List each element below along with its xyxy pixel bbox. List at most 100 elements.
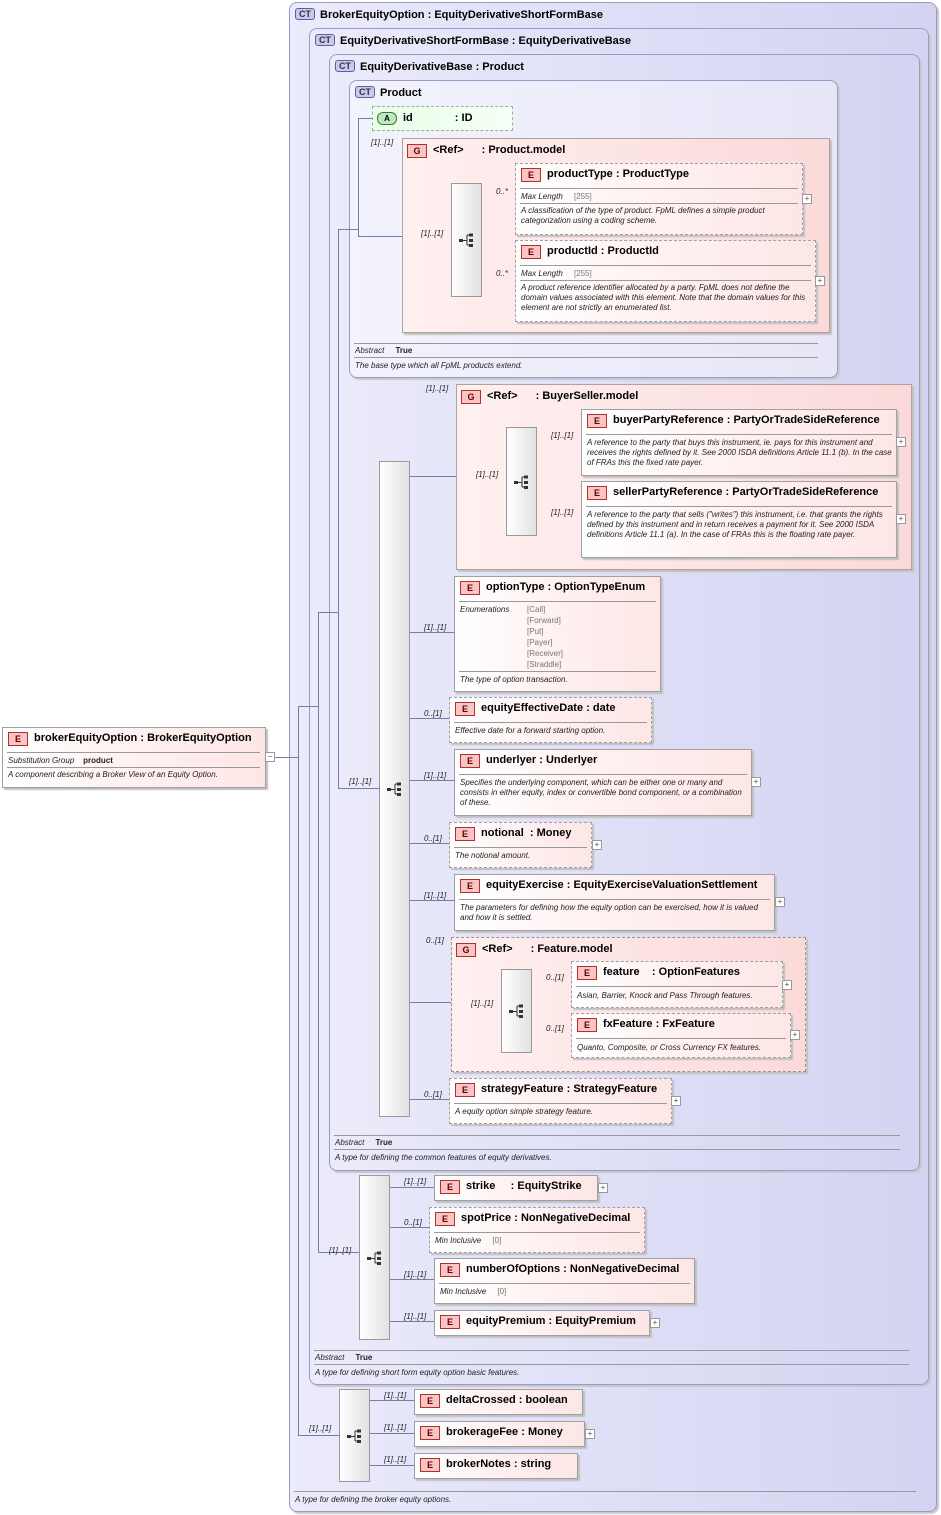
connector (408, 900, 454, 901)
sequence-compositor[interactable] (379, 461, 410, 1117)
divider (576, 1038, 786, 1039)
sequence-compositor[interactable] (451, 183, 482, 297)
expand-toggle[interactable]: + (790, 1030, 800, 1040)
cardinality: 0..* (496, 187, 509, 196)
cardinality: [1]..[1] (424, 623, 447, 632)
connector (368, 1400, 414, 1401)
connector (408, 843, 449, 844)
element-icon: E (460, 581, 480, 595)
sequence-icon (386, 782, 401, 796)
sequence-icon (513, 475, 528, 489)
cardinality: 0..[1] (424, 834, 442, 843)
cardinality: [1]..[1] (476, 470, 499, 479)
divider (354, 343, 818, 344)
cardinality: [1]..[1] (384, 1455, 407, 1464)
type-doc: A type for defining the common features … (335, 1153, 552, 1162)
type-doc: The base type which all FpML products ex… (355, 361, 523, 370)
connector (318, 612, 338, 613)
element-doc: Quanto, Composite, or Cross Currency FX … (577, 1043, 762, 1052)
element-facet: Max Length [255] (521, 192, 592, 201)
cardinality: [1]..[1] (309, 1424, 332, 1433)
group-icon: G (456, 943, 476, 957)
divider (586, 506, 892, 507)
sequence-compositor[interactable] (501, 969, 532, 1053)
expand-toggle[interactable]: + (782, 980, 792, 990)
sequence-compositor[interactable] (339, 1389, 370, 1482)
connector (408, 632, 454, 633)
expand-toggle[interactable]: + (896, 437, 906, 447)
expand-toggle[interactable]: + (775, 897, 785, 907)
element-icon: E (455, 702, 475, 716)
expand-toggle[interactable]: + (815, 276, 825, 286)
divider (314, 1364, 909, 1365)
element-icon: E (577, 1018, 597, 1032)
divider (520, 280, 811, 281)
connector (388, 1227, 429, 1228)
element-doc: A product reference identifier allocated… (521, 283, 806, 312)
enum-value: [Straddle] (527, 660, 562, 669)
complex-type-icon: CT (355, 86, 375, 98)
expand-toggle[interactable]: + (650, 1318, 660, 1328)
expand-toggle[interactable]: + (671, 1096, 681, 1106)
expand-toggle[interactable]: + (592, 840, 602, 850)
connector (368, 1465, 414, 1466)
expand-toggle[interactable]: + (751, 777, 761, 787)
connector (298, 1435, 339, 1436)
divider (576, 986, 778, 987)
cardinality: [1]..[1] (329, 1246, 352, 1255)
element-doc: Specifies the underlying component, whic… (460, 778, 742, 807)
element-icon: E (420, 1394, 440, 1408)
abstract-property: Abstract True (355, 346, 413, 355)
connector (358, 118, 372, 119)
cardinality: [1]..[1] (404, 1312, 427, 1321)
expand-toggle[interactable]: + (598, 1183, 608, 1193)
connector (408, 718, 449, 719)
connector (408, 1002, 451, 1003)
element-icon: E (440, 1180, 460, 1194)
abstract-property: Abstract True (315, 1353, 373, 1362)
sequence-compositor[interactable] (506, 427, 537, 536)
cardinality: [1]..[1] (404, 1177, 427, 1186)
connector (408, 476, 456, 477)
connector (408, 1099, 449, 1100)
collapse-toggle[interactable]: − (265, 752, 275, 762)
group-icon: G (407, 144, 427, 158)
expand-toggle[interactable]: + (802, 194, 812, 204)
expand-toggle[interactable]: + (585, 1429, 595, 1439)
sequence-compositor[interactable] (359, 1175, 390, 1340)
expand-toggle[interactable]: + (896, 514, 906, 524)
sequence-icon (458, 233, 473, 247)
enumerations-label: Enumerations (460, 605, 510, 614)
connector (388, 1279, 434, 1280)
element-name: brokerEquityOption (34, 732, 138, 744)
divider (7, 767, 260, 768)
element-doc: A component describing a Broker View of … (8, 770, 218, 779)
cardinality: [1]..[1] (384, 1391, 407, 1400)
connector (265, 757, 299, 758)
sequence-icon (508, 1004, 523, 1018)
element-doc: The parameters for defining how the equi… (460, 903, 758, 922)
connector (388, 1187, 434, 1188)
